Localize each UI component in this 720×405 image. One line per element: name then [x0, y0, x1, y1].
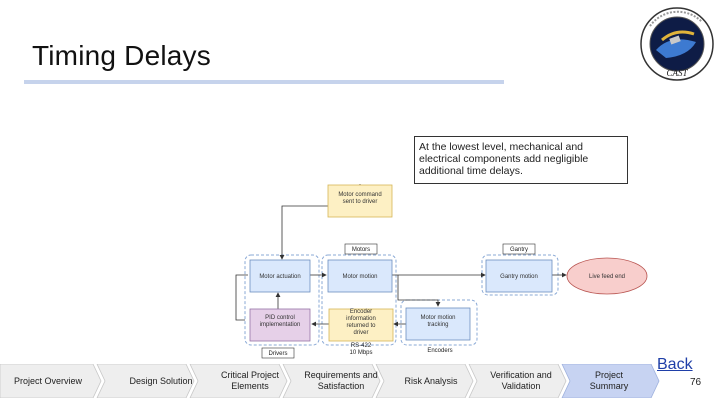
speed-label: 10 Mbps — [349, 350, 372, 356]
section-nav: Project Overview Design Solution Critica… — [0, 364, 660, 398]
page-number: 76 — [690, 377, 702, 388]
drivers-label: Drivers — [269, 351, 288, 357]
title-underline — [24, 80, 504, 84]
nav-verification-and-validation[interactable]: Verification and Validation — [490, 370, 552, 391]
motor-motion-tracking-node — [405, 307, 471, 341]
gantry-motion-label: Gantry motion — [500, 274, 538, 280]
motor-actuation-label: Motor actuation — [259, 274, 300, 280]
rs422-label: RS-422 — [351, 343, 372, 349]
motor-motion-label: Motor motion — [342, 274, 377, 280]
nav-project-overview[interactable]: Project Overview — [13, 375, 83, 386]
pid-control-node — [249, 308, 311, 342]
live-feed-end-label: Live feed end — [589, 274, 625, 280]
motors-label-box — [344, 243, 378, 255]
gantry-label: Gantry — [510, 247, 528, 253]
motor-actuation-node — [249, 259, 311, 293]
back-link[interactable]: Back — [657, 356, 693, 373]
nav-requirements-and-satisfaction[interactable]: Requirements and Satisfaction — [304, 370, 378, 391]
svg-text:CAST: CAST — [666, 68, 688, 78]
callout-box: At the lowest level, mechanical and elec… — [414, 136, 628, 184]
section-nav-shapes — [0, 364, 660, 398]
gantry-label-box — [502, 243, 536, 255]
nav-design-solution[interactable]: Design Solution — [129, 375, 193, 386]
motor-command-node — [327, 184, 393, 218]
motor-motion-node — [327, 259, 393, 293]
encoders-group — [400, 299, 478, 346]
nav-project-summary[interactable]: Project Summary — [589, 370, 629, 391]
slide-title: Timing Delays — [32, 40, 211, 71]
encoders-label: Encoders — [427, 348, 452, 354]
nav-critical-project-elements[interactable]: Critical Project Elements — [220, 370, 279, 391]
gantry-motion-node — [485, 259, 553, 293]
drivers-label-box — [261, 347, 295, 359]
nav-risk-analysis[interactable]: Risk Analysis — [404, 375, 458, 386]
cast-logo: CAST — [640, 7, 714, 81]
encoder-info-node — [328, 308, 394, 342]
motors-label: Motors — [352, 247, 370, 253]
motors-group — [321, 254, 397, 346]
live-feed-end-node — [566, 257, 648, 295]
